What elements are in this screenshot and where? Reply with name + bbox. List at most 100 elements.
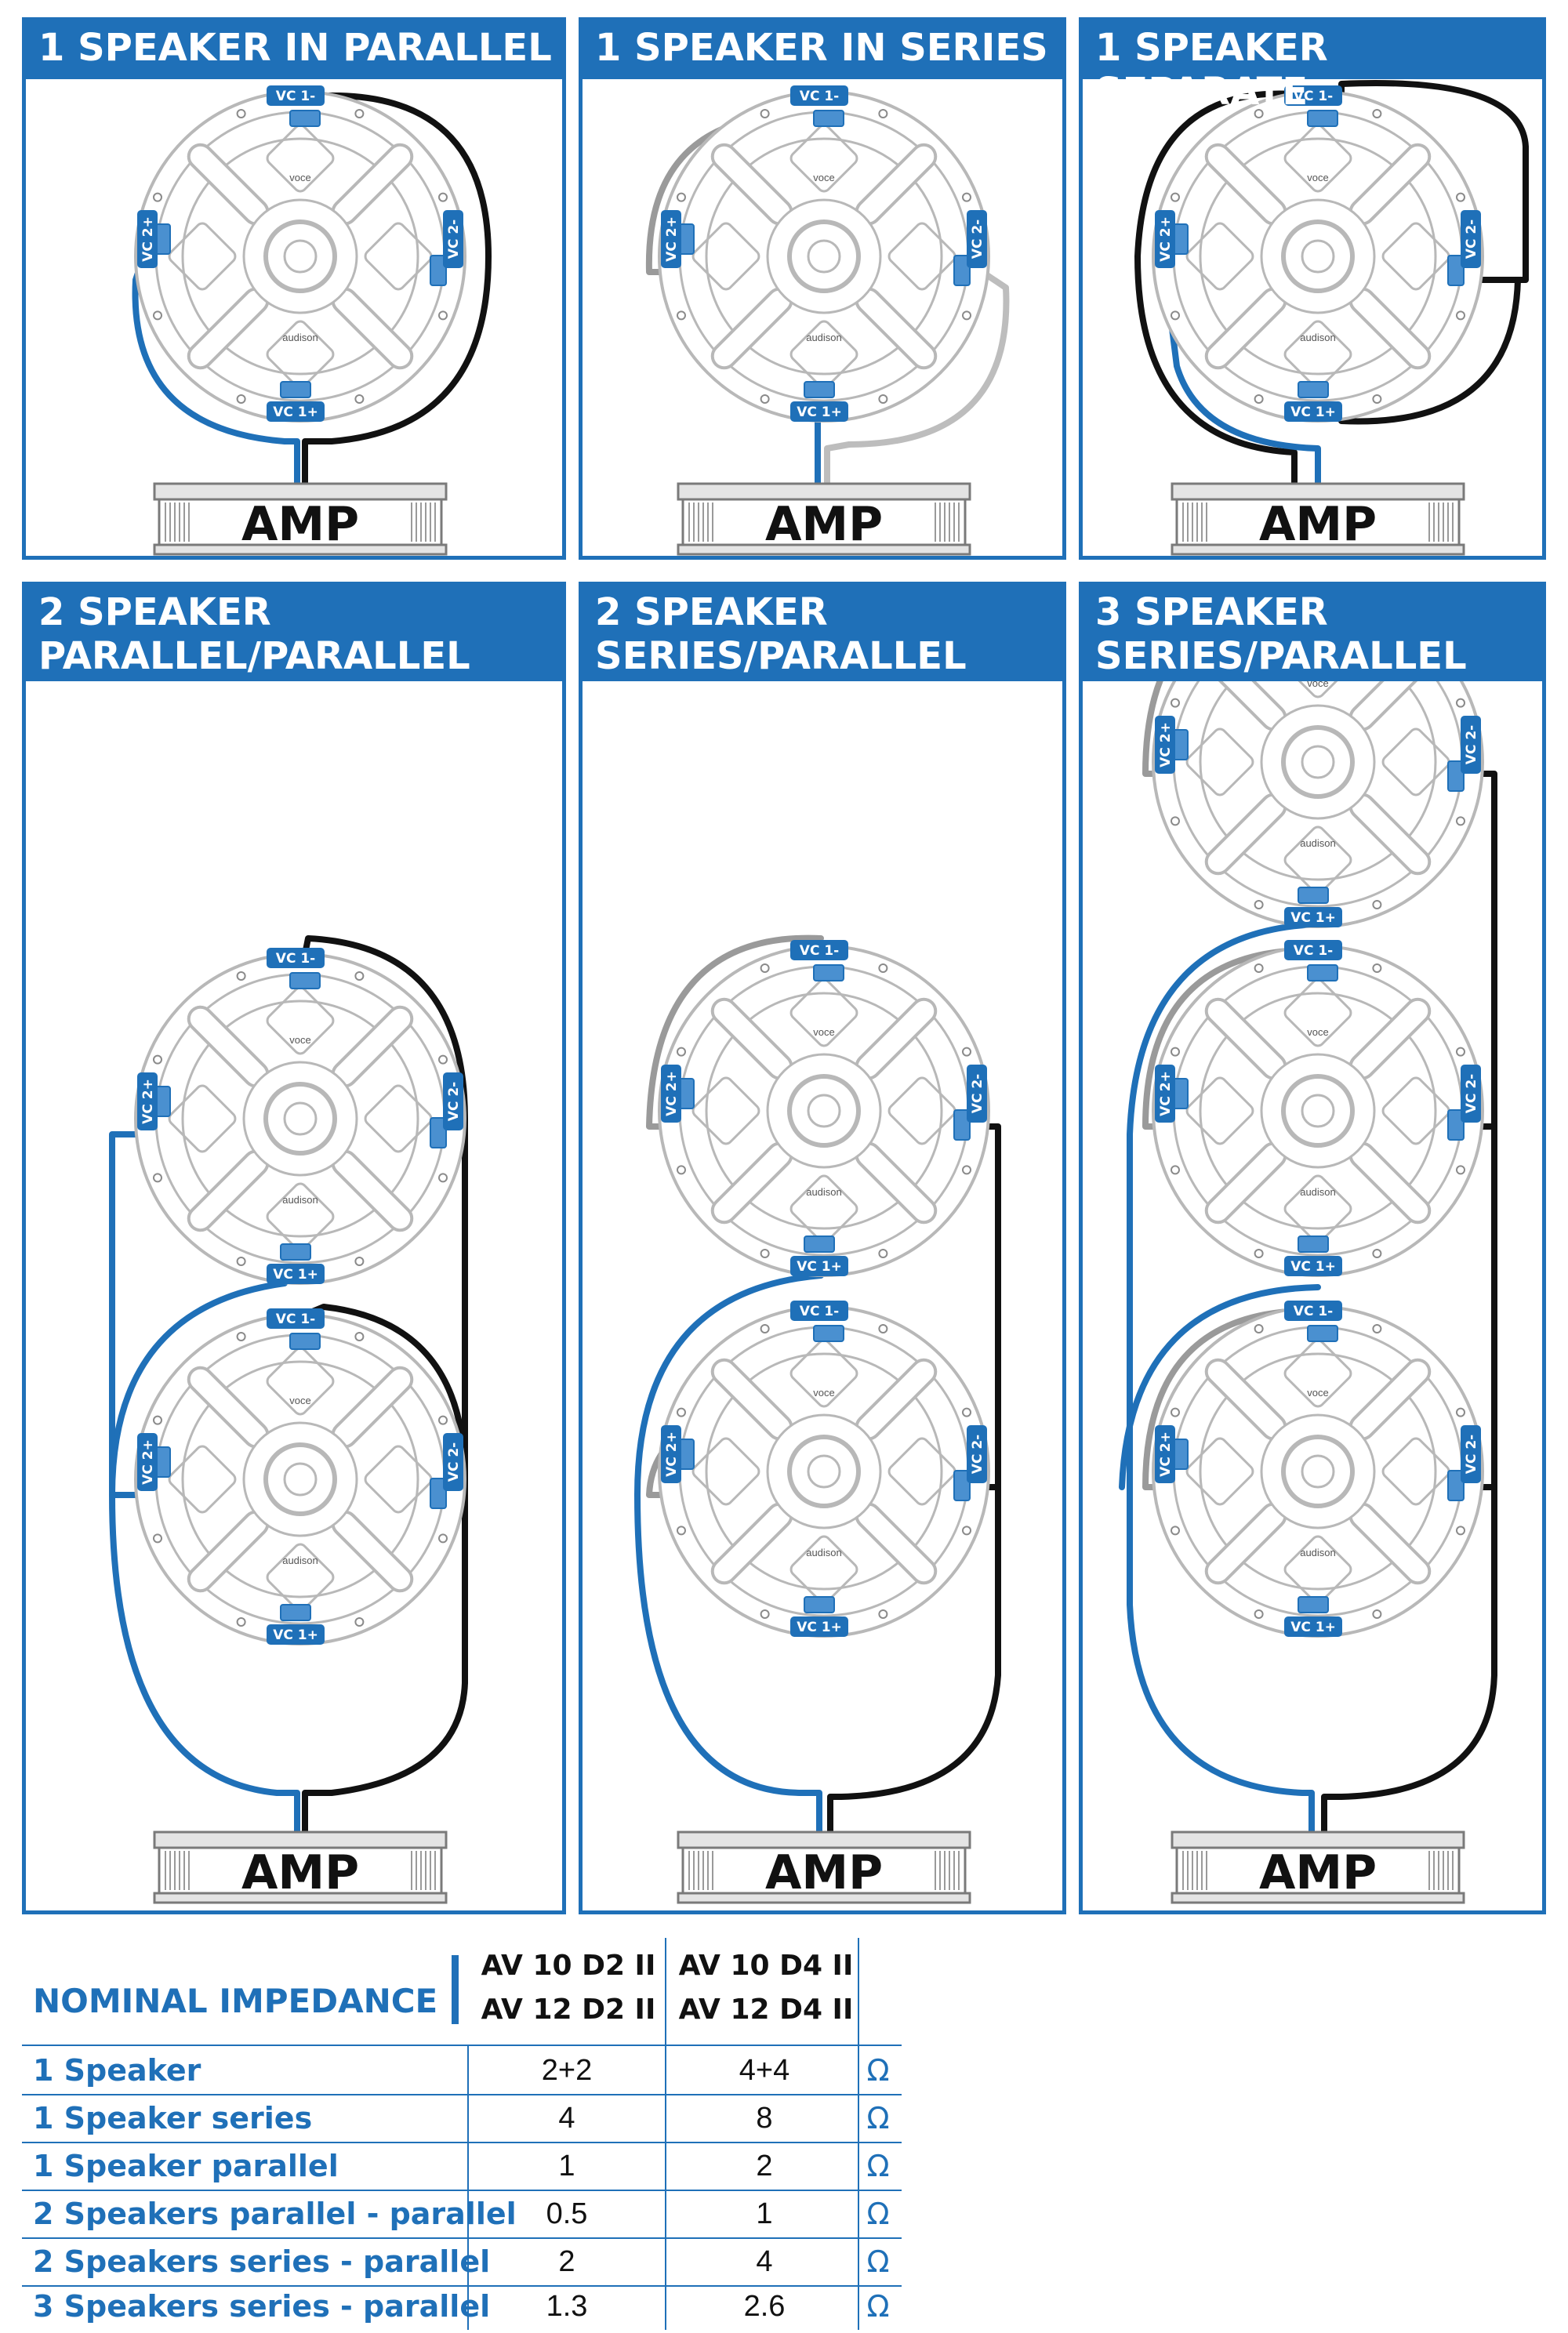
brand-label-top: voce bbox=[289, 172, 310, 183]
brand-label-top: voce bbox=[1307, 172, 1328, 183]
basket-window bbox=[1283, 1535, 1352, 1604]
wire bbox=[1119, 1284, 1321, 1490]
terminal-connector bbox=[1447, 1470, 1465, 1501]
terminal-connector bbox=[280, 1604, 311, 1621]
brand-label-bottom: audison bbox=[1300, 837, 1336, 849]
terminal-label: VC 1- bbox=[1294, 1304, 1333, 1319]
basket-spoke-inner bbox=[1207, 1000, 1284, 1077]
row-value-d2: 1.3 bbox=[546, 2290, 588, 2323]
terminal-label-bg bbox=[967, 1065, 987, 1123]
terminal: VC 2+ bbox=[1155, 1425, 1175, 1483]
screw-hole bbox=[962, 310, 972, 321]
terminal-label-bg bbox=[1155, 716, 1175, 774]
terminal: VC 2+ bbox=[1155, 716, 1175, 774]
panel-title: 1 SPEAKER SEPARATE bbox=[1083, 21, 1542, 114]
screw-hole bbox=[1372, 394, 1382, 405]
screw-hole bbox=[760, 1609, 770, 1620]
terminal-connector bbox=[289, 972, 321, 989]
terminal: VC 2- bbox=[967, 210, 987, 268]
basket-window bbox=[789, 1535, 858, 1604]
speaker-pole bbox=[787, 220, 861, 293]
table-row: 1 Speaker series 4 8 Ω bbox=[22, 2095, 902, 2142]
amplifier: AMP bbox=[153, 482, 448, 556]
wire bbox=[1338, 277, 1521, 425]
basket-spoke-inner bbox=[1352, 1505, 1428, 1582]
speaker-cone bbox=[181, 1000, 419, 1238]
basket-spoke-inner bbox=[190, 1513, 267, 1590]
screw-hole bbox=[1372, 963, 1382, 973]
terminal-label: VC 2+ bbox=[140, 1439, 156, 1485]
screw-hole bbox=[1372, 1249, 1382, 1259]
terminal-label-bg bbox=[443, 1433, 463, 1491]
terminal: VC 1+ bbox=[267, 1624, 325, 1645]
screw-hole bbox=[354, 1617, 365, 1627]
row-value-d4: 4 bbox=[756, 2245, 773, 2278]
terminal: VC 2+ bbox=[137, 1072, 158, 1130]
terminal-label: VC 1- bbox=[800, 1304, 839, 1319]
panel-title-line: PARALLEL/PARALLEL bbox=[38, 634, 470, 678]
row-value-d2: 4 bbox=[558, 2102, 575, 2135]
row-value-d4: 2.6 bbox=[743, 2290, 786, 2323]
table-divider bbox=[22, 2045, 902, 2046]
amplifier: AMP bbox=[1171, 482, 1465, 556]
speaker-vent bbox=[807, 239, 841, 274]
column-header-d4: AV 10 D4 II AV 12 D4 II bbox=[668, 1944, 864, 2032]
terminal-label: VC 2- bbox=[970, 1074, 985, 1113]
terminal-label: VC 2+ bbox=[1158, 722, 1174, 767]
basket-spoke-inner bbox=[1352, 796, 1428, 873]
terminal-label-bg bbox=[1284, 1616, 1342, 1637]
terminal: VC 2- bbox=[443, 1072, 463, 1130]
table-row: 3 Speakers series - parallel 1.3 2.6 Ω bbox=[22, 2284, 902, 2330]
basket-spoke-inner bbox=[334, 290, 411, 367]
screw-hole bbox=[760, 108, 770, 118]
basket-spoke-inner bbox=[334, 146, 411, 223]
terminal: VC 1+ bbox=[790, 401, 848, 422]
terminal-label: VC 1+ bbox=[1290, 1620, 1336, 1635]
row-value-d2: 2 bbox=[558, 2245, 575, 2278]
basket-window bbox=[1381, 222, 1450, 291]
screw-hole bbox=[152, 192, 162, 202]
speaker-vent bbox=[1301, 1454, 1335, 1489]
basket-spoke-inner bbox=[858, 290, 935, 367]
panel-title-line: 1 SPEAKER IN PARALLEL bbox=[38, 26, 552, 70]
amp-base bbox=[677, 543, 971, 556]
basket-spoke-inner bbox=[713, 1145, 790, 1221]
screw-hole bbox=[236, 1617, 246, 1627]
amp-body bbox=[1175, 498, 1461, 546]
row-label: 2 Speakers parallel - parallel bbox=[33, 2197, 517, 2231]
basket-spoke-inner bbox=[713, 146, 790, 223]
speaker-vent bbox=[1301, 239, 1335, 274]
basket-window bbox=[887, 222, 956, 291]
row-value-d2: 1 bbox=[558, 2150, 575, 2182]
terminal-label-bg bbox=[267, 1264, 325, 1284]
terminal-label: VC 1- bbox=[800, 943, 839, 959]
amp-base bbox=[1171, 543, 1465, 556]
screw-hole bbox=[1254, 1249, 1264, 1259]
terminal-connector bbox=[804, 1235, 835, 1253]
basket-window bbox=[168, 1084, 237, 1153]
terminal-label: VC 2- bbox=[446, 220, 462, 259]
terminal-label-bg bbox=[661, 1425, 681, 1483]
screw-hole bbox=[438, 1415, 448, 1425]
basket-window bbox=[1283, 825, 1352, 894]
basket-spoke-inner bbox=[858, 1505, 935, 1582]
terminal-connector bbox=[430, 1117, 447, 1148]
terminal-label-bg bbox=[267, 1624, 325, 1645]
table-divider bbox=[665, 1938, 666, 2330]
screw-hole bbox=[1372, 108, 1382, 118]
screw-hole bbox=[1170, 698, 1180, 708]
table-row: 2 Speakers series - parallel 2 4 Ω bbox=[22, 2239, 902, 2285]
row-value-d4: 4+4 bbox=[739, 2054, 790, 2087]
amplifier: AMP bbox=[677, 1830, 971, 1904]
brand-label-top: voce bbox=[289, 1395, 310, 1406]
speaker-vent bbox=[807, 1094, 841, 1128]
basket-window bbox=[789, 1174, 858, 1243]
row-unit: Ω bbox=[866, 2149, 890, 2183]
brand-label-bottom: audison bbox=[806, 332, 842, 343]
speaker-pole bbox=[1281, 1435, 1355, 1508]
basket-spoke-inner bbox=[1207, 1145, 1284, 1221]
terminal-label: VC 2- bbox=[1464, 1074, 1479, 1113]
basket-spoke-inner bbox=[190, 146, 267, 223]
